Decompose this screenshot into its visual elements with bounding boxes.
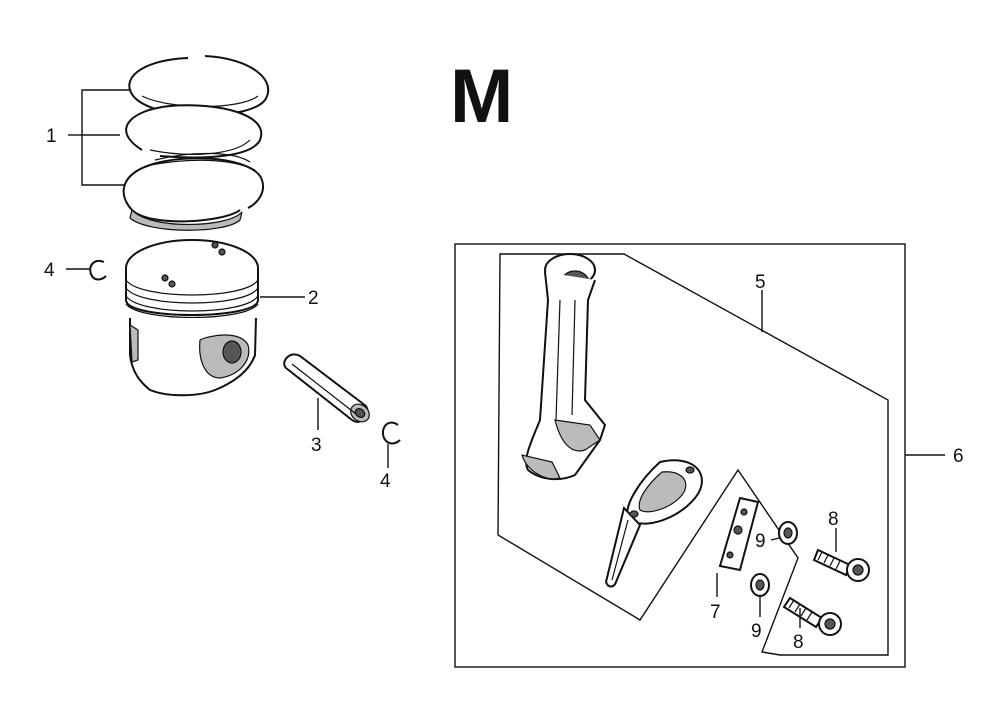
callout-1: 1 [46, 126, 57, 147]
callout-2: 2 [308, 288, 319, 309]
washer-lower [750, 573, 770, 597]
pin-clip-left [89, 260, 107, 281]
piston-rings [122, 55, 270, 231]
rod-cap [604, 459, 703, 588]
piston-pin [283, 353, 370, 423]
callout-9-lower: 9 [751, 621, 762, 642]
piston [125, 239, 259, 397]
rod-bolt-upper [812, 548, 870, 582]
callout-8-upper: 8 [828, 509, 839, 530]
callout-8-lower: 8 [793, 632, 804, 653]
leader-washer-upper [770, 537, 780, 541]
connecting-rod-box [497, 253, 889, 656]
washer-upper [778, 521, 798, 545]
diagram-title: M [450, 54, 513, 139]
callout-4-right: 4 [380, 471, 391, 492]
rod-bolt-lower [782, 596, 842, 636]
callout-7: 7 [710, 602, 721, 623]
leader-piston-rings [68, 89, 130, 186]
callout-5: 5 [755, 272, 766, 293]
callout-6: 6 [953, 446, 964, 467]
callout-4-left: 4 [44, 260, 55, 281]
oil-dipper [718, 496, 760, 572]
callout-3: 3 [311, 435, 322, 456]
callout-9-upper: 9 [755, 531, 766, 552]
pin-clip-right [382, 421, 401, 445]
connecting-rod [521, 253, 607, 481]
